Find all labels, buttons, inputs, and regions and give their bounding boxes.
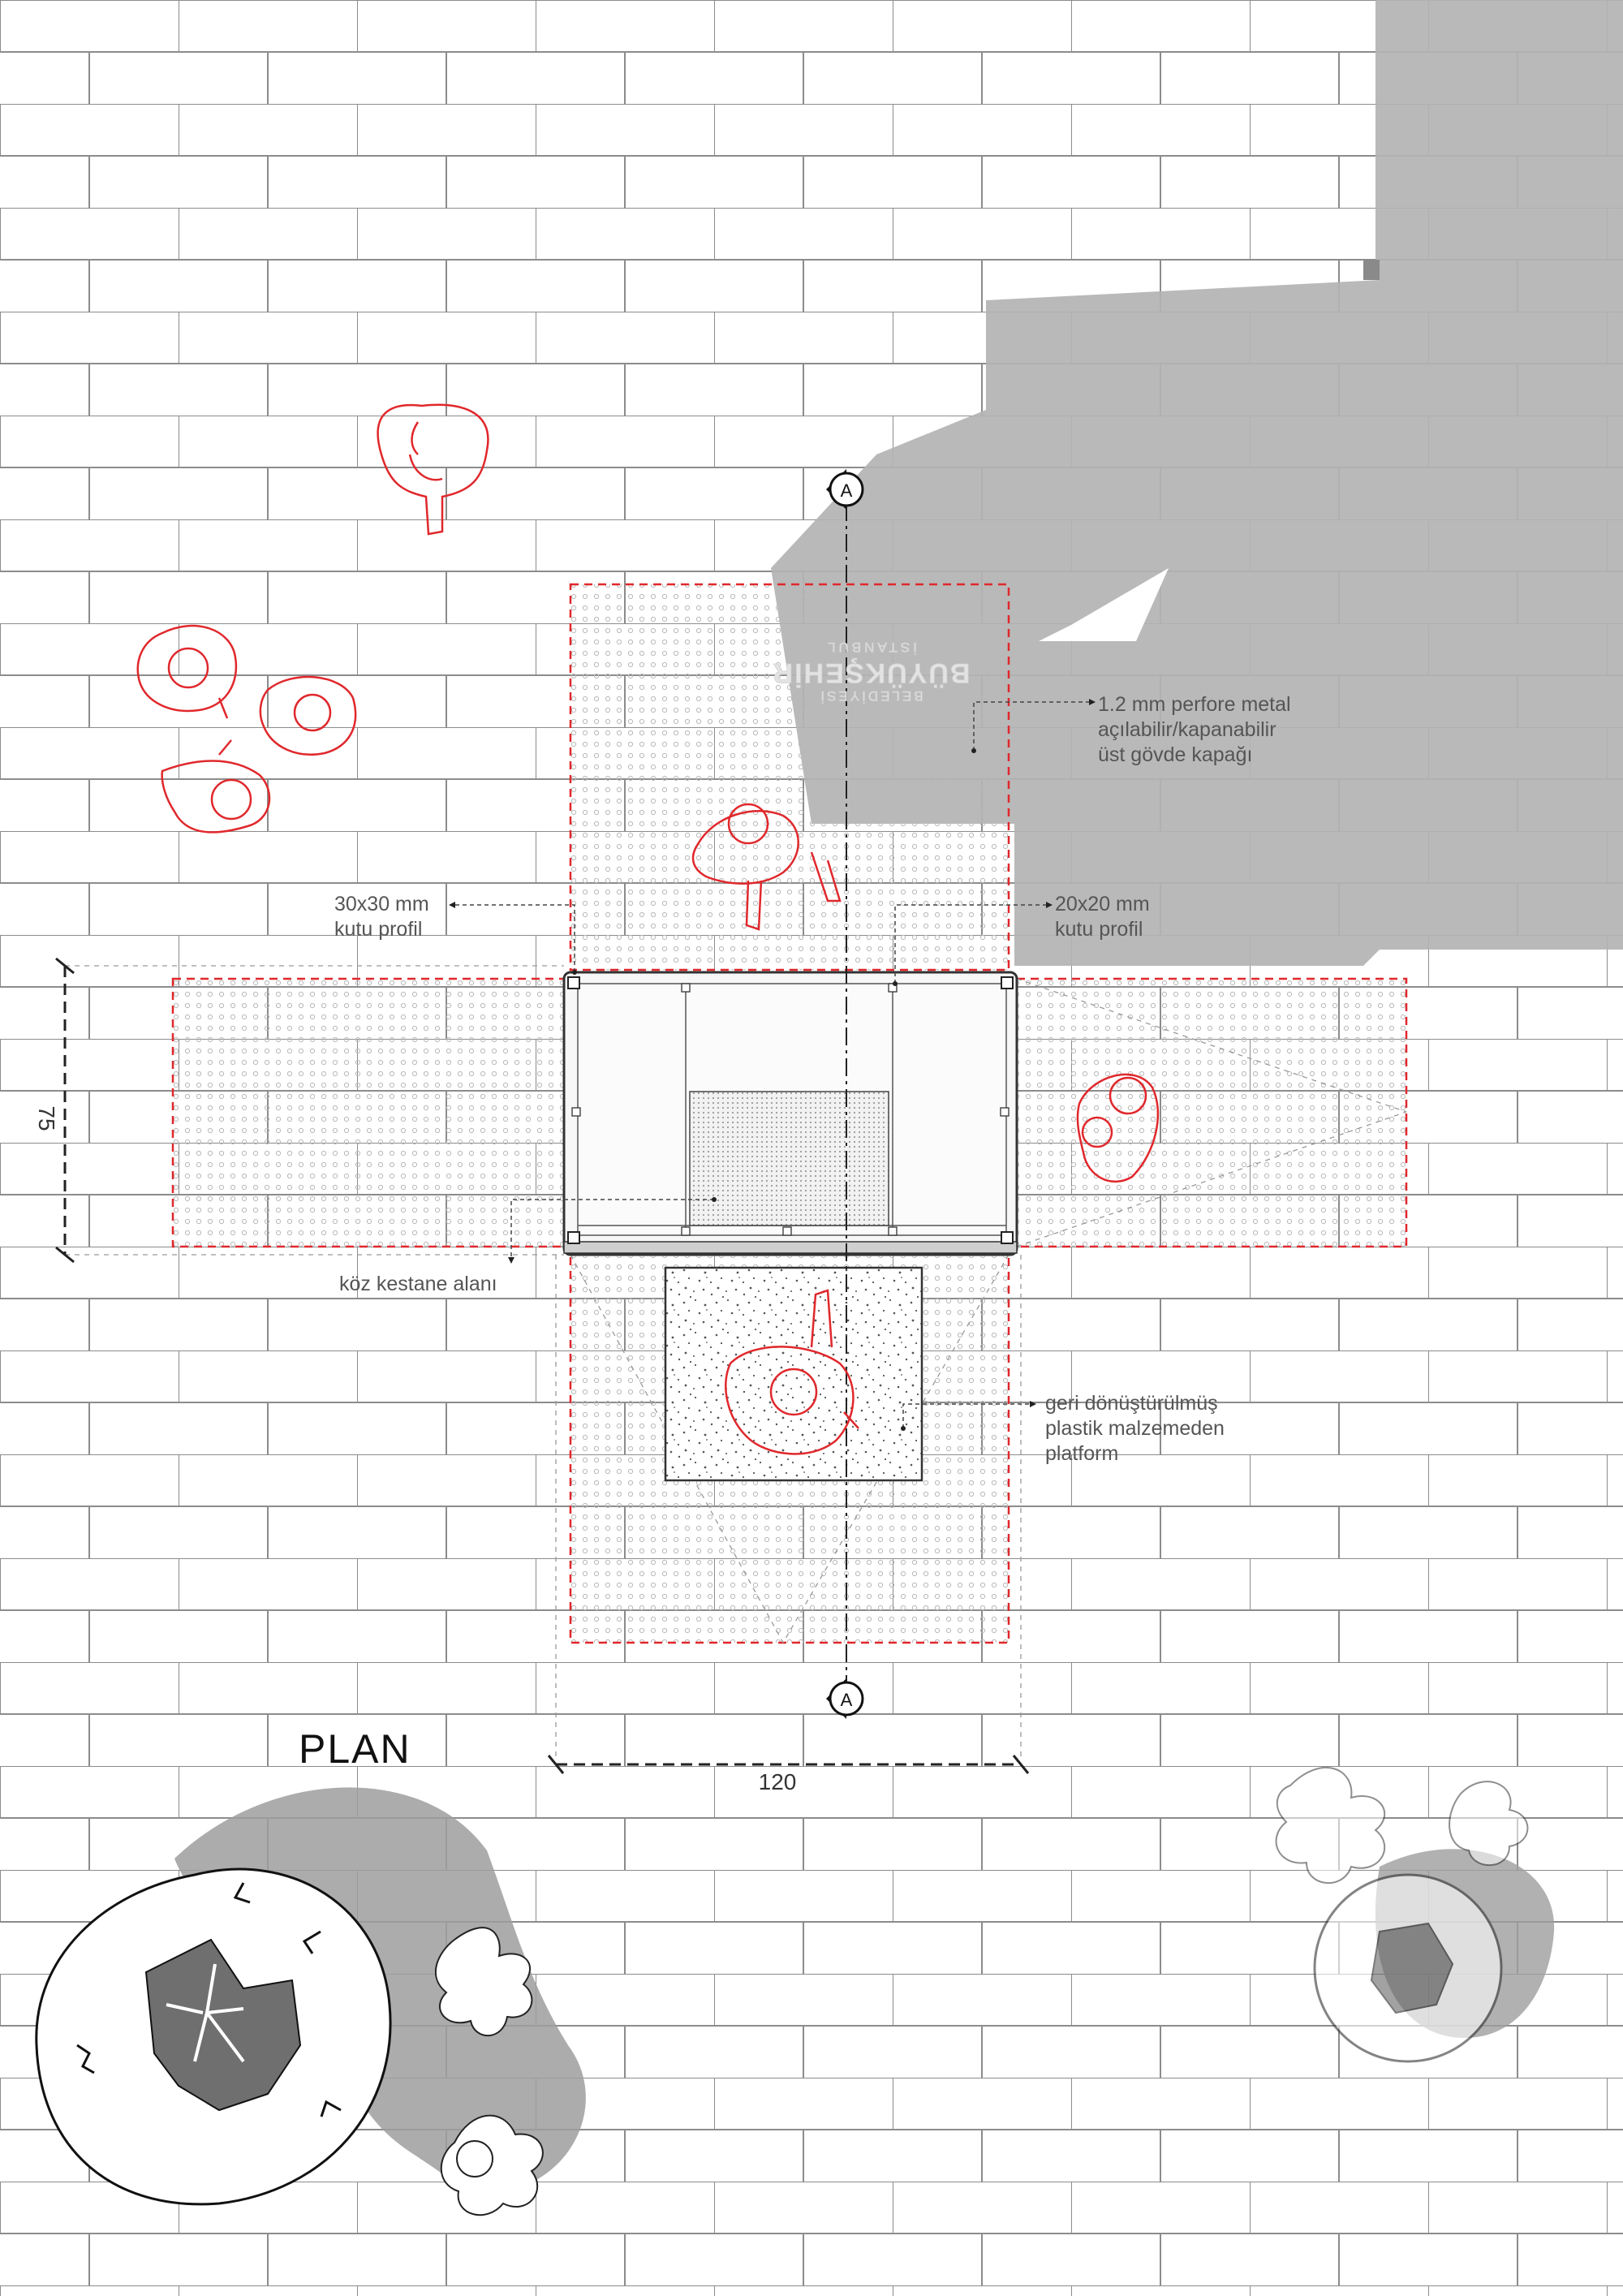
top-lid-outline <box>569 583 1010 971</box>
svg-text:30x30 mm kutu profil: 30x30 mm kutu profil <box>334 893 435 941</box>
plant-icon <box>1275 1766 1529 1885</box>
shadow-window <box>1039 568 1169 641</box>
stencil-line-1: BELEDİYESİ <box>818 688 923 704</box>
section-mark-top-label: A <box>841 480 853 501</box>
dimension-width-label: 120 <box>759 1769 797 1794</box>
svg-text:1.2 mm perfore metal açı: 1.2 mm perfore metal açılabilir/kapanabi… <box>1098 693 1297 766</box>
tree-icon <box>1313 1873 1503 2063</box>
person-icon <box>259 675 357 756</box>
platform-note-1: geri dönüştürülmüş <box>1045 1392 1218 1415</box>
section-mark-bottom: A <box>826 1678 864 1719</box>
roast-area-label: köz kestane alanı <box>339 1273 497 1295</box>
shadow-edge <box>1363 260 1380 280</box>
kiosk-plan <box>171 583 1408 1644</box>
person-icon <box>161 739 271 834</box>
person-icon <box>136 624 238 719</box>
dimension-depth-label: 75 <box>34 1105 59 1131</box>
annotation-profile-20: 20x20 mm kutu profil <box>893 893 1156 986</box>
person-icon <box>377 403 489 536</box>
person-icon <box>691 803 842 931</box>
annotation-perforated-lid: 1.2 mm perfore metal açılabilir/kapanabi… <box>971 693 1297 766</box>
person-icon <box>1076 1073 1160 1183</box>
right-panel <box>1017 979 1406 1247</box>
tree-icon <box>35 1867 392 2206</box>
left-panel <box>173 979 564 1247</box>
annotation-roast-area: köz kestane alanı <box>339 1197 717 1295</box>
perf-note-3: üst gövde kapağı <box>1098 743 1252 766</box>
perf-note-2: açılabilir/kapanabilir <box>1098 718 1276 741</box>
platform-note-3: platform <box>1045 1442 1118 1465</box>
lid-stencil: BELEDİYESİ BÜYÜKŞEHİR İSTANBUL <box>771 640 971 704</box>
recycled-platform <box>664 1266 923 1482</box>
annotation-profile-30: 30x30 mm kutu profil <box>334 893 577 975</box>
profile-30-note-1: 30x30 mm <box>334 893 429 915</box>
plan-title: PLAN <box>299 1726 411 1772</box>
top-lid-panel <box>570 584 1009 970</box>
dimension-width <box>547 1755 1030 1774</box>
person-icon <box>725 1289 859 1455</box>
stencil-line-2: BÜYÜKŞEHİR <box>772 657 971 688</box>
annotation-platform: geri dönüştürülmüş plastik malzemeden pl… <box>901 1392 1230 1465</box>
dimension-depth <box>55 957 75 1264</box>
profile-30-note-2: kutu profil <box>334 918 422 941</box>
platform-note-2: plastik malzemeden <box>1045 1417 1225 1440</box>
profile-20-note-2: kutu profil <box>1055 918 1143 941</box>
svg-text:20x20 mm kutu profil: 20x20 mm kutu profil <box>1055 893 1156 941</box>
stencil-line-3: İSTANBUL <box>824 640 917 655</box>
section-mark-top: A <box>826 469 864 510</box>
section-mark-bottom-label: A <box>841 1690 853 1710</box>
perf-note-1: 1.2 mm perfore metal <box>1098 693 1291 716</box>
profile-20-note-1: 20x20 mm <box>1055 893 1150 915</box>
svg-text:geri dönüştürülmüş plast: geri dönüştürülmüş plastik malzemeden pl… <box>1045 1392 1230 1465</box>
roast-grill <box>689 1091 889 1226</box>
plant-icon <box>434 1927 544 2216</box>
